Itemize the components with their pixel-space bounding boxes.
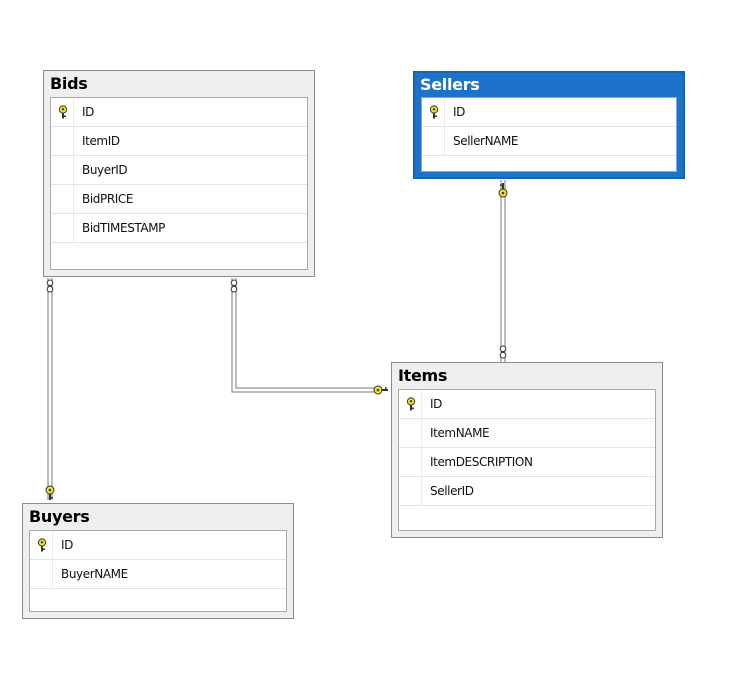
table-row[interactable]: ID xyxy=(422,98,676,127)
column-name: ID xyxy=(453,105,465,119)
table-row[interactable]: BuyerID xyxy=(51,156,307,185)
table-bids[interactable]: Bids ID ItemID BuyerID BidPRICE BidTIMES… xyxy=(43,70,315,277)
table-items[interactable]: Items ID ItemNAME ItemDESCRIPTION Seller… xyxy=(391,362,663,538)
relationship-bids-buyers[interactable] xyxy=(45,278,55,501)
column-name: ID xyxy=(430,397,442,411)
key-end-icon xyxy=(373,385,389,395)
key-end-icon xyxy=(498,182,508,198)
column-name: BidPRICE xyxy=(82,192,134,206)
relationship-bids-items[interactable] xyxy=(230,278,389,395)
primary-key-icon xyxy=(429,105,439,119)
table-columns: ID ItemNAME ItemDESCRIPTION SellerID xyxy=(398,389,656,531)
table-row[interactable]: ItemDESCRIPTION xyxy=(399,448,655,477)
primary-key-icon xyxy=(58,105,68,119)
column-name: BidTIMESTAMP xyxy=(82,221,166,235)
table-sellers[interactable]: Sellers ID SellerNAME xyxy=(413,71,685,179)
column-name: ItemID xyxy=(82,134,120,148)
column-name: ItemNAME xyxy=(430,426,490,440)
column-name: ID xyxy=(82,105,94,119)
key-end-icon xyxy=(45,485,55,501)
table-row[interactable]: ID xyxy=(30,531,286,560)
column-name: BuyerID xyxy=(82,163,128,177)
primary-key-icon xyxy=(406,397,416,411)
table-row[interactable]: ItemID xyxy=(51,127,307,156)
table-row[interactable]: SellerNAME xyxy=(422,127,676,156)
table-title: Bids xyxy=(50,74,88,93)
table-row[interactable]: BidPRICE xyxy=(51,185,307,214)
primary-key-icon xyxy=(37,538,47,552)
table-title: Sellers xyxy=(420,75,480,94)
column-name: ItemDESCRIPTION xyxy=(430,455,533,469)
table-columns: ID BuyerNAME xyxy=(29,530,287,612)
table-columns: ID SellerNAME xyxy=(421,97,677,172)
column-name: SellerNAME xyxy=(453,134,519,148)
table-title: Items xyxy=(398,366,448,385)
table-row[interactable]: ID xyxy=(51,98,307,127)
table-row[interactable]: ItemNAME xyxy=(399,419,655,448)
table-row[interactable]: BidTIMESTAMP xyxy=(51,214,307,243)
table-row[interactable]: BuyerNAME xyxy=(30,560,286,589)
table-row[interactable]: SellerID xyxy=(399,477,655,506)
column-name: ID xyxy=(61,538,73,552)
table-row[interactable]: ID xyxy=(399,390,655,419)
relationship-items-sellers[interactable] xyxy=(498,180,508,362)
table-buyers[interactable]: Buyers ID BuyerNAME xyxy=(22,503,294,619)
column-name: SellerID xyxy=(430,484,474,498)
table-columns: ID ItemID BuyerID BidPRICE BidTIMESTAMP xyxy=(50,97,308,270)
table-title: Buyers xyxy=(29,507,90,526)
column-name: BuyerNAME xyxy=(61,567,128,581)
